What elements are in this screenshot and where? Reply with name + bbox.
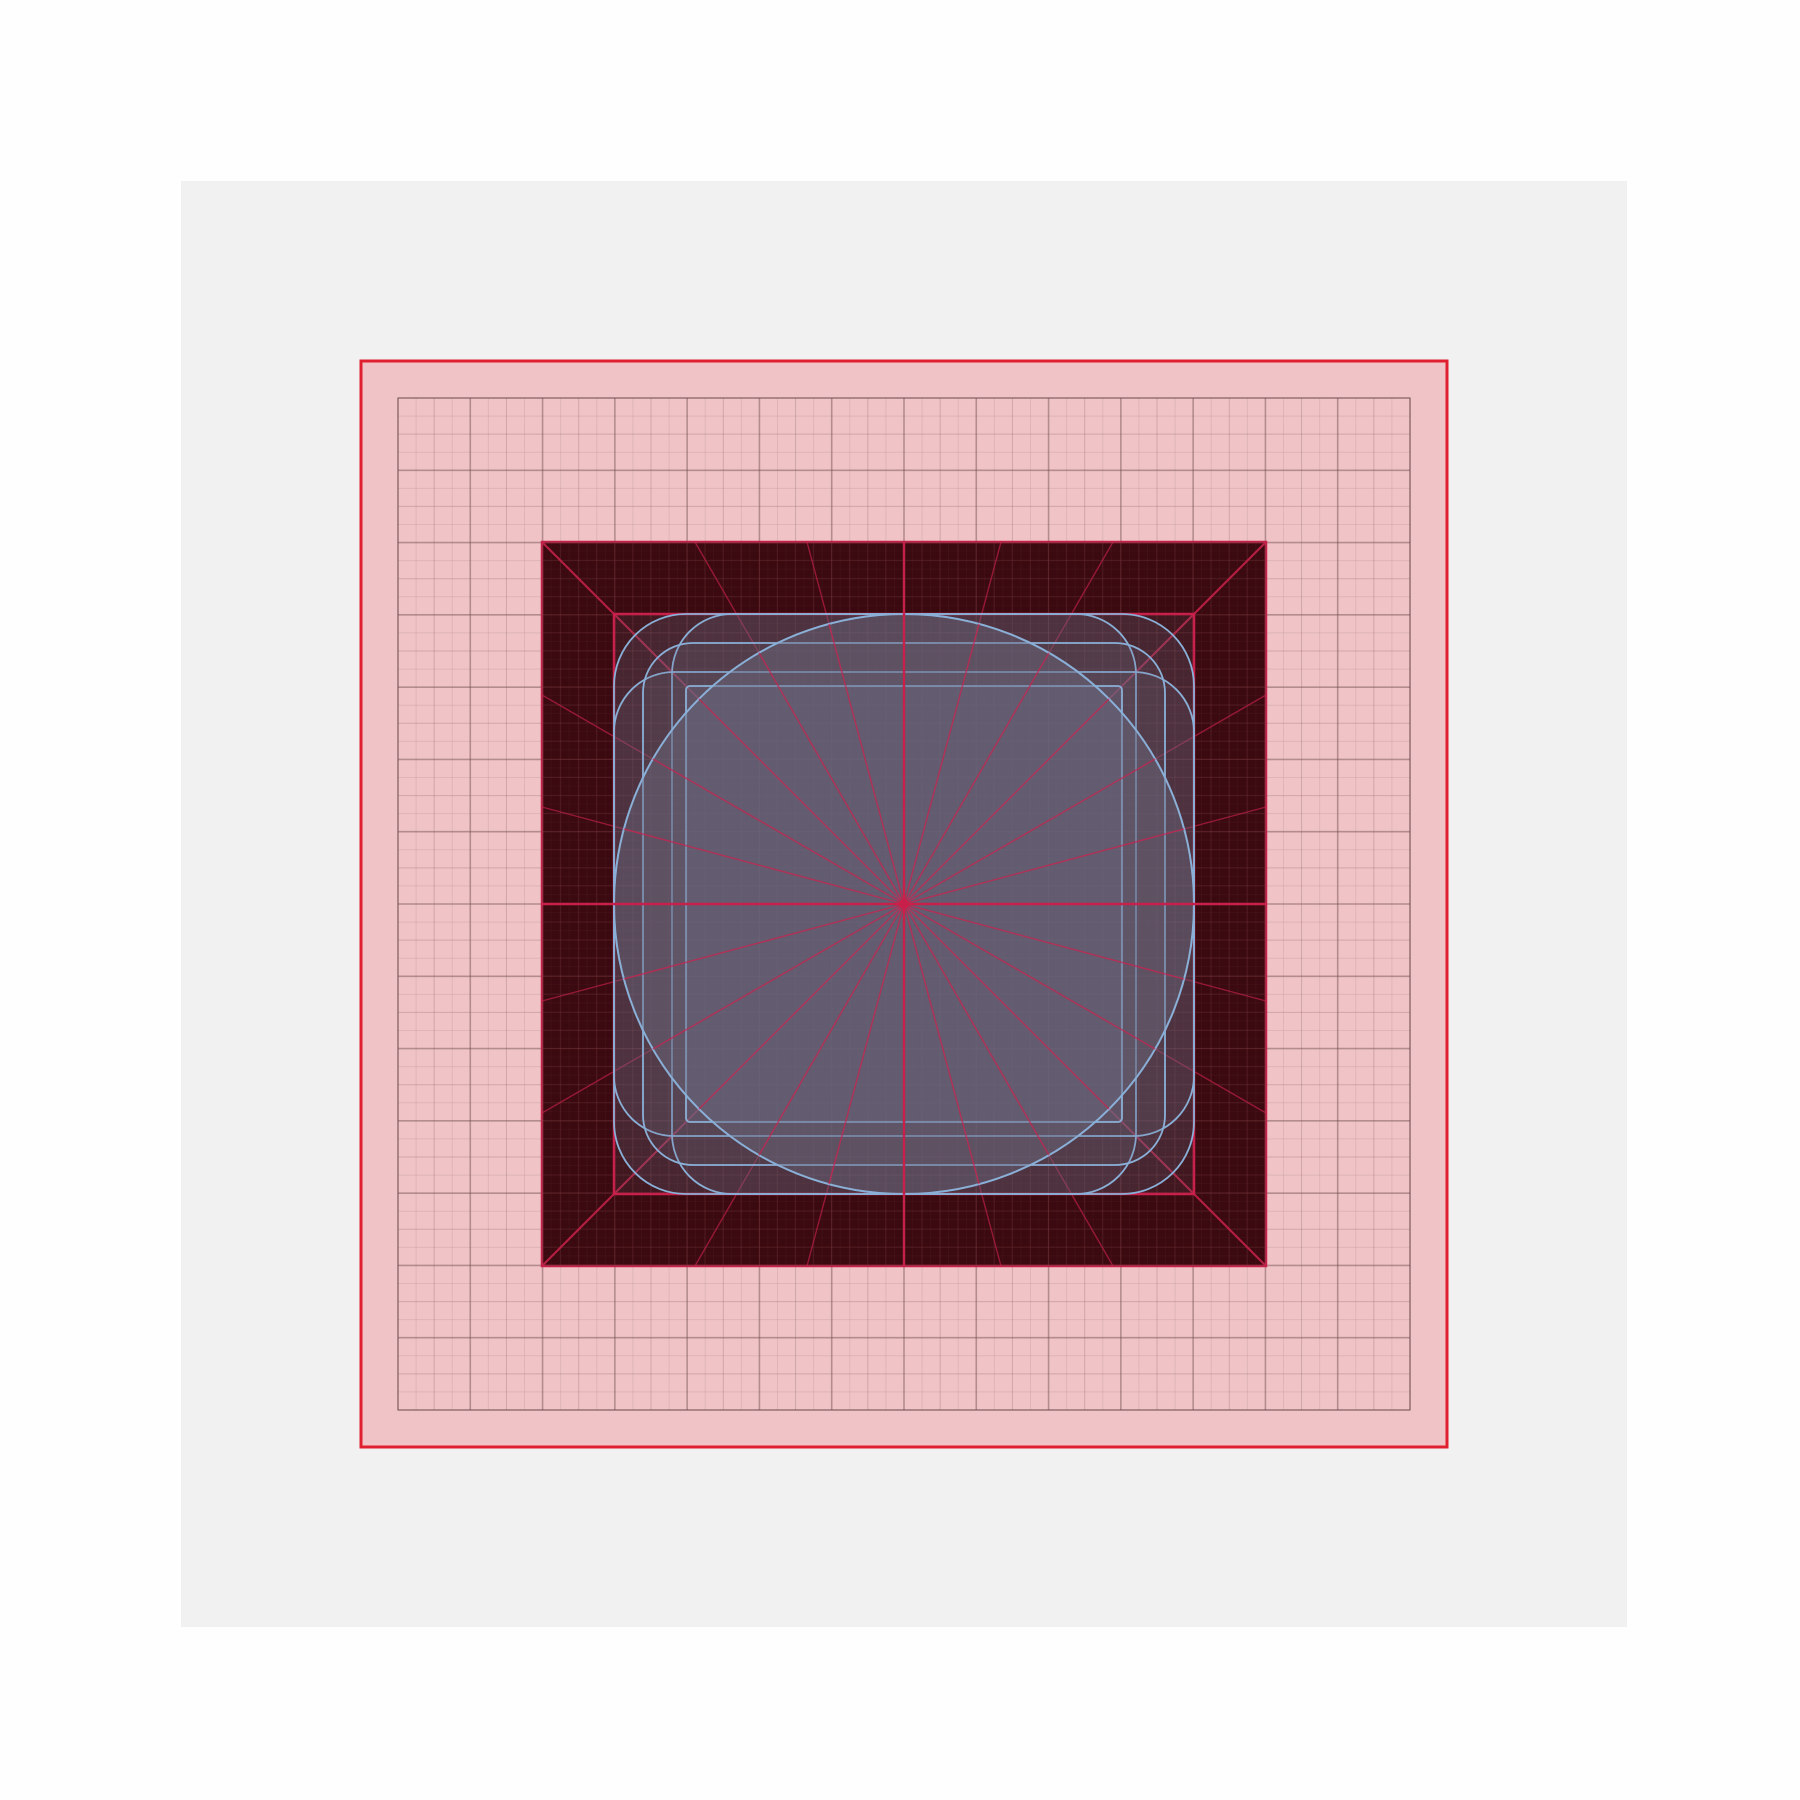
radial-guide-overlay-line (698, 903, 905, 1110)
radial-guide-overlay-line (758, 903, 905, 1156)
radial-guide-overlay-line (623, 828, 905, 905)
radial-guide-overlay-line (903, 698, 1110, 905)
radial-guide-overlay-line (903, 623, 980, 905)
radial-guide-overlay-line (828, 623, 905, 905)
radial-guide-overlay-line (903, 903, 1110, 1110)
radial-guide-overlay-line (698, 698, 905, 905)
radial-guide-overlay-line (828, 903, 905, 1185)
radial-guide-overlay-line (903, 828, 1185, 905)
radial-guide-overlay-line (903, 758, 1156, 905)
radial-guide-overlay-line (903, 903, 1156, 1050)
radial-guide-overlay-line (903, 903, 1050, 1156)
center-point (899, 899, 909, 909)
radial-guide-overlay-line (652, 903, 905, 1050)
radial-guide-overlay-line (652, 758, 905, 905)
radial-guide-overlay-line (903, 903, 980, 1185)
radial-guide-overlay-line (903, 903, 1185, 980)
radial-guide-overlay-line (758, 652, 905, 905)
outer-grid-border (397, 397, 1411, 1411)
radial-guide-overlay-line (623, 903, 905, 980)
radial-guide-overlay-line (903, 652, 1050, 905)
